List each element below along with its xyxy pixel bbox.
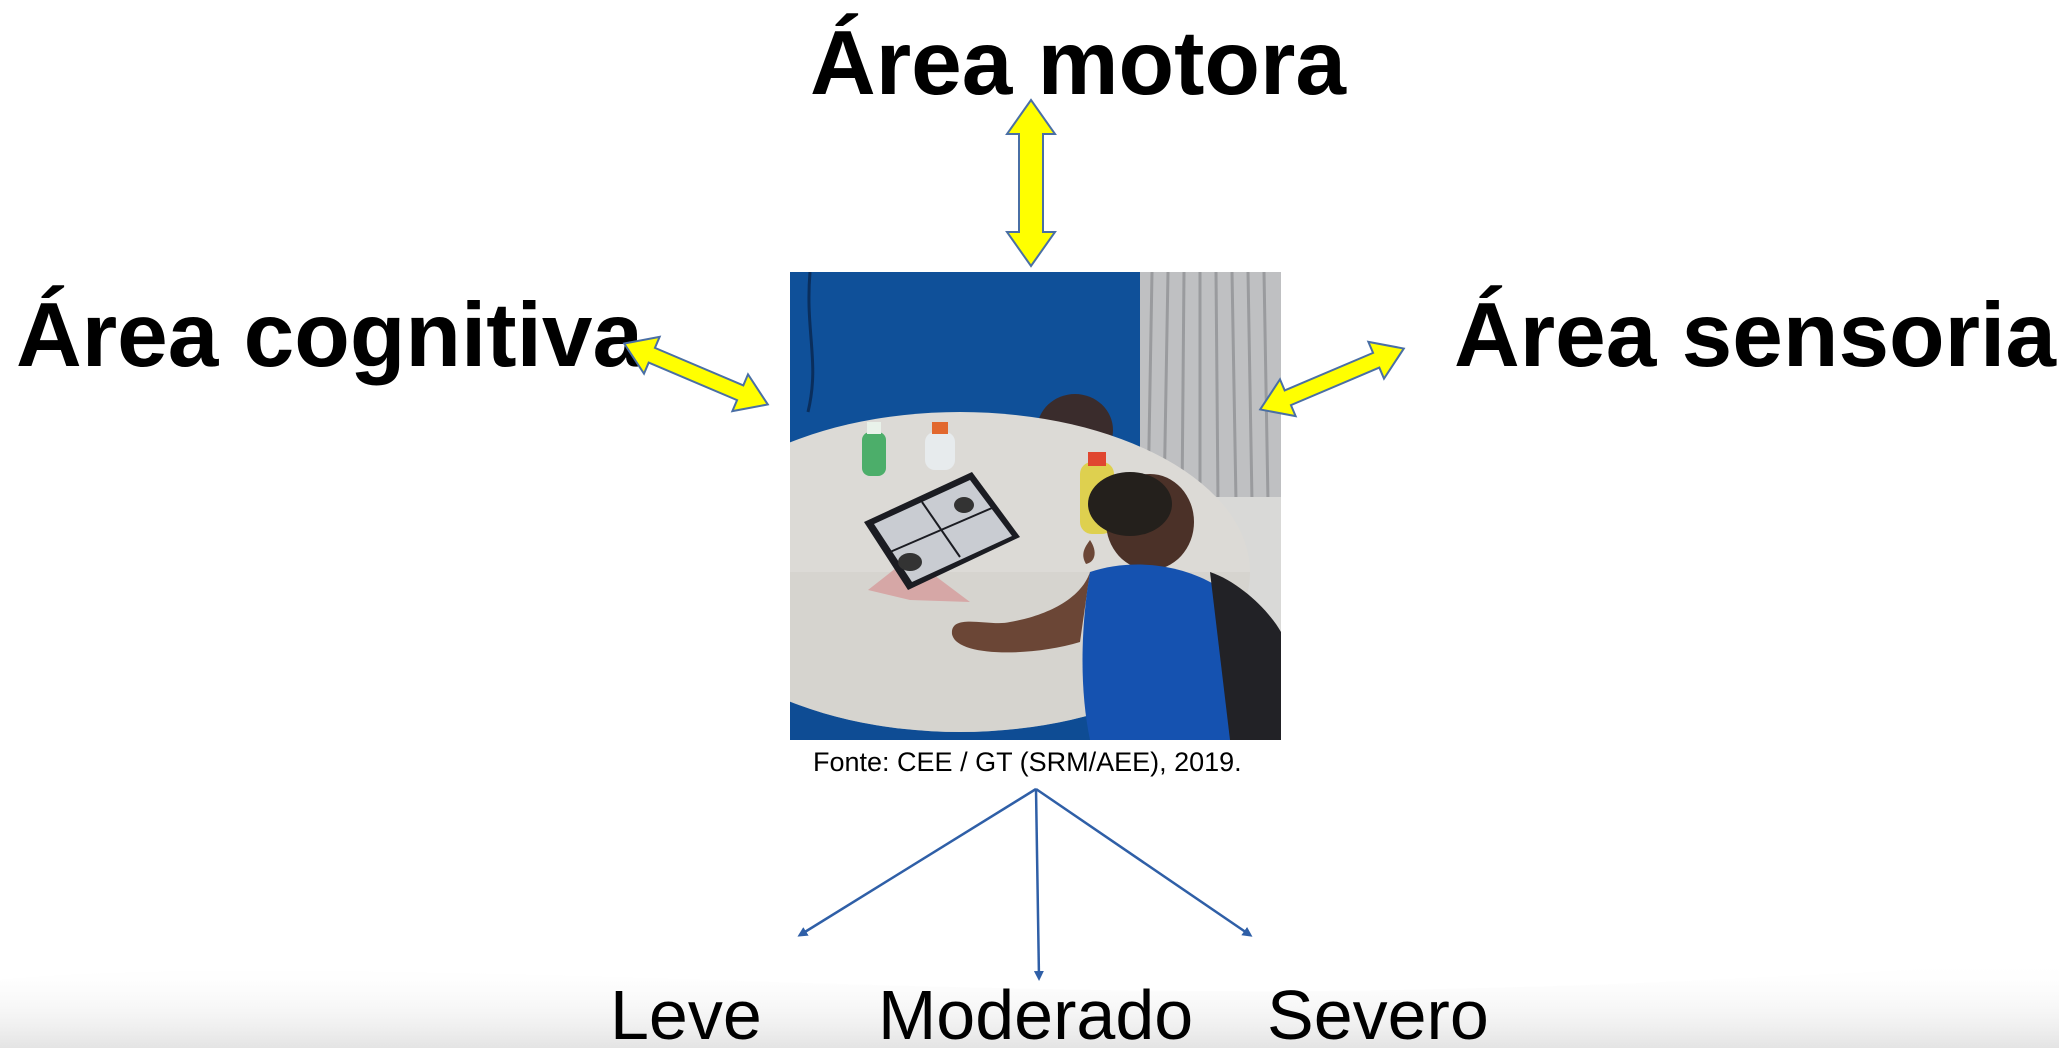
connector-to-leve	[797, 787, 1037, 937]
double-arrow-sensorial	[1258, 340, 1406, 418]
photo-illustration	[790, 272, 1281, 740]
photo-child-using-tablet	[790, 272, 1281, 740]
bottom-band	[0, 960, 2059, 1048]
photo-caption: Fonte: CEE / GT (SRM/AEE), 2019.	[813, 747, 1242, 777]
connector-to-moderado	[1033, 788, 1044, 981]
level-moderado-label: Moderado	[878, 976, 1194, 1048]
level-leve-label: Leve	[610, 976, 762, 1048]
level-severo-label: Severo	[1267, 976, 1489, 1048]
area-cognitiva-label: Área cognitiva	[16, 285, 644, 386]
double-arrow-motora	[1005, 98, 1057, 268]
connector-to-severo	[1035, 787, 1253, 937]
area-sensorial-label: Área sensorial	[1454, 285, 2059, 386]
area-motora-label: Área motora	[810, 13, 1347, 114]
double-arrow-cognitiva	[622, 335, 770, 413]
